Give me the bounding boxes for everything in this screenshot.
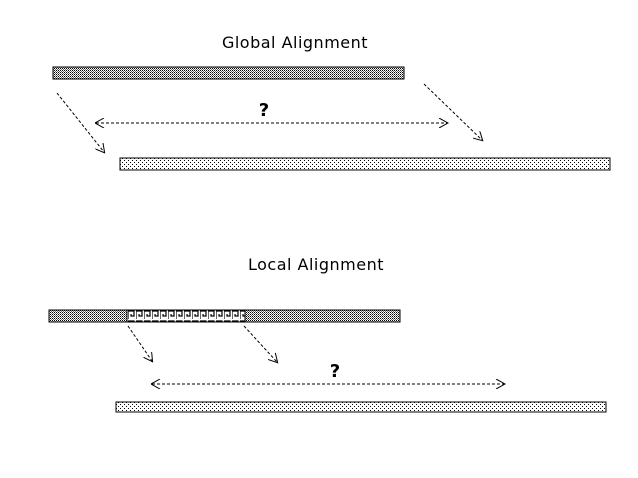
global-alignment-title: Global Alignment (222, 33, 368, 52)
local-left-mapping-arrow (127, 325, 152, 361)
local-sequence-bottom (115, 401, 607, 413)
global-right-mapping-arrow (423, 83, 482, 140)
local-question-mark: ? (330, 361, 340, 382)
global-left-mapping-arrow (56, 92, 104, 152)
global-sequence-top (52, 66, 405, 80)
local-right-mapping-arrow (243, 325, 277, 362)
global-question-mark: ? (259, 100, 269, 121)
local-aligned-segment (126, 309, 246, 323)
local-alignment-title: Local Alignment (248, 255, 384, 274)
global-sequence-bottom (119, 157, 611, 171)
